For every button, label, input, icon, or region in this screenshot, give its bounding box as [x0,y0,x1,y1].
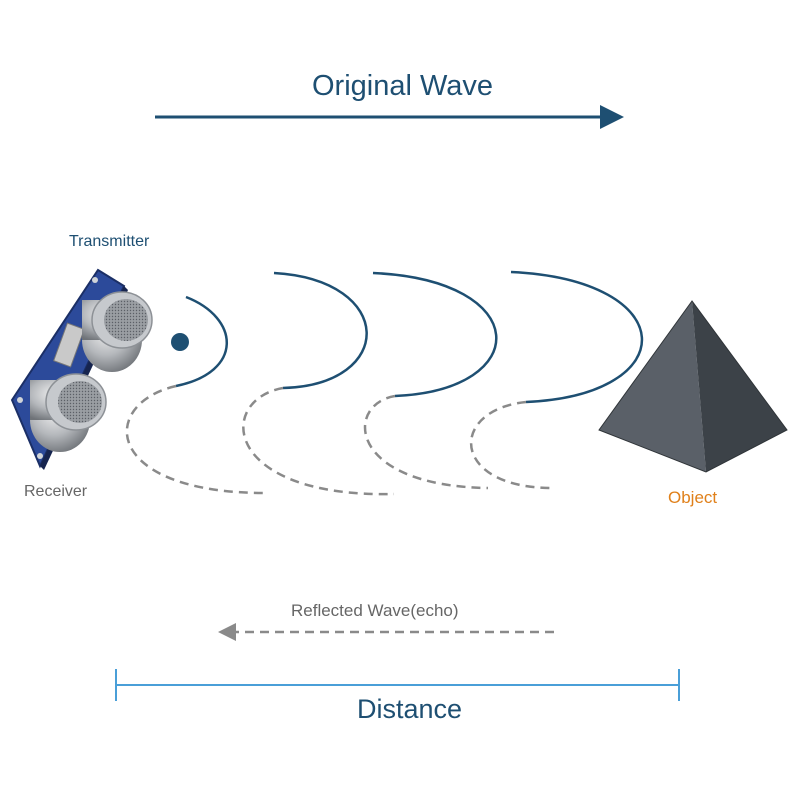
wave-front-3 [372,271,498,398]
original-wave-fronts [175,270,644,404]
receiver-label: Receiver [24,483,88,500]
emitter-dot [171,333,189,351]
echo-front-4 [469,400,553,490]
ultrasonic-sensor-icon [10,268,153,470]
reflected-wave-fronts [125,384,553,496]
pyramid-object-icon [598,300,788,473]
object-label: Object [668,488,718,507]
wave-front-4 [510,270,644,404]
wave-front-1 [175,295,228,388]
distance-bracket [115,669,680,701]
echo-front-1 [125,384,269,495]
original-wave-label: Original Wave [312,70,494,102]
wave-front-2 [273,271,368,390]
transmitter-label: Transmitter [69,233,150,250]
original-wave-arrow [155,105,624,129]
reflected-wave-arrow [218,623,554,641]
echo-front-3 [363,394,489,490]
reflected-wave-label: Reflected Wave(echo) [291,601,459,620]
echo-front-2 [242,386,395,496]
distance-label: Distance [357,694,463,724]
